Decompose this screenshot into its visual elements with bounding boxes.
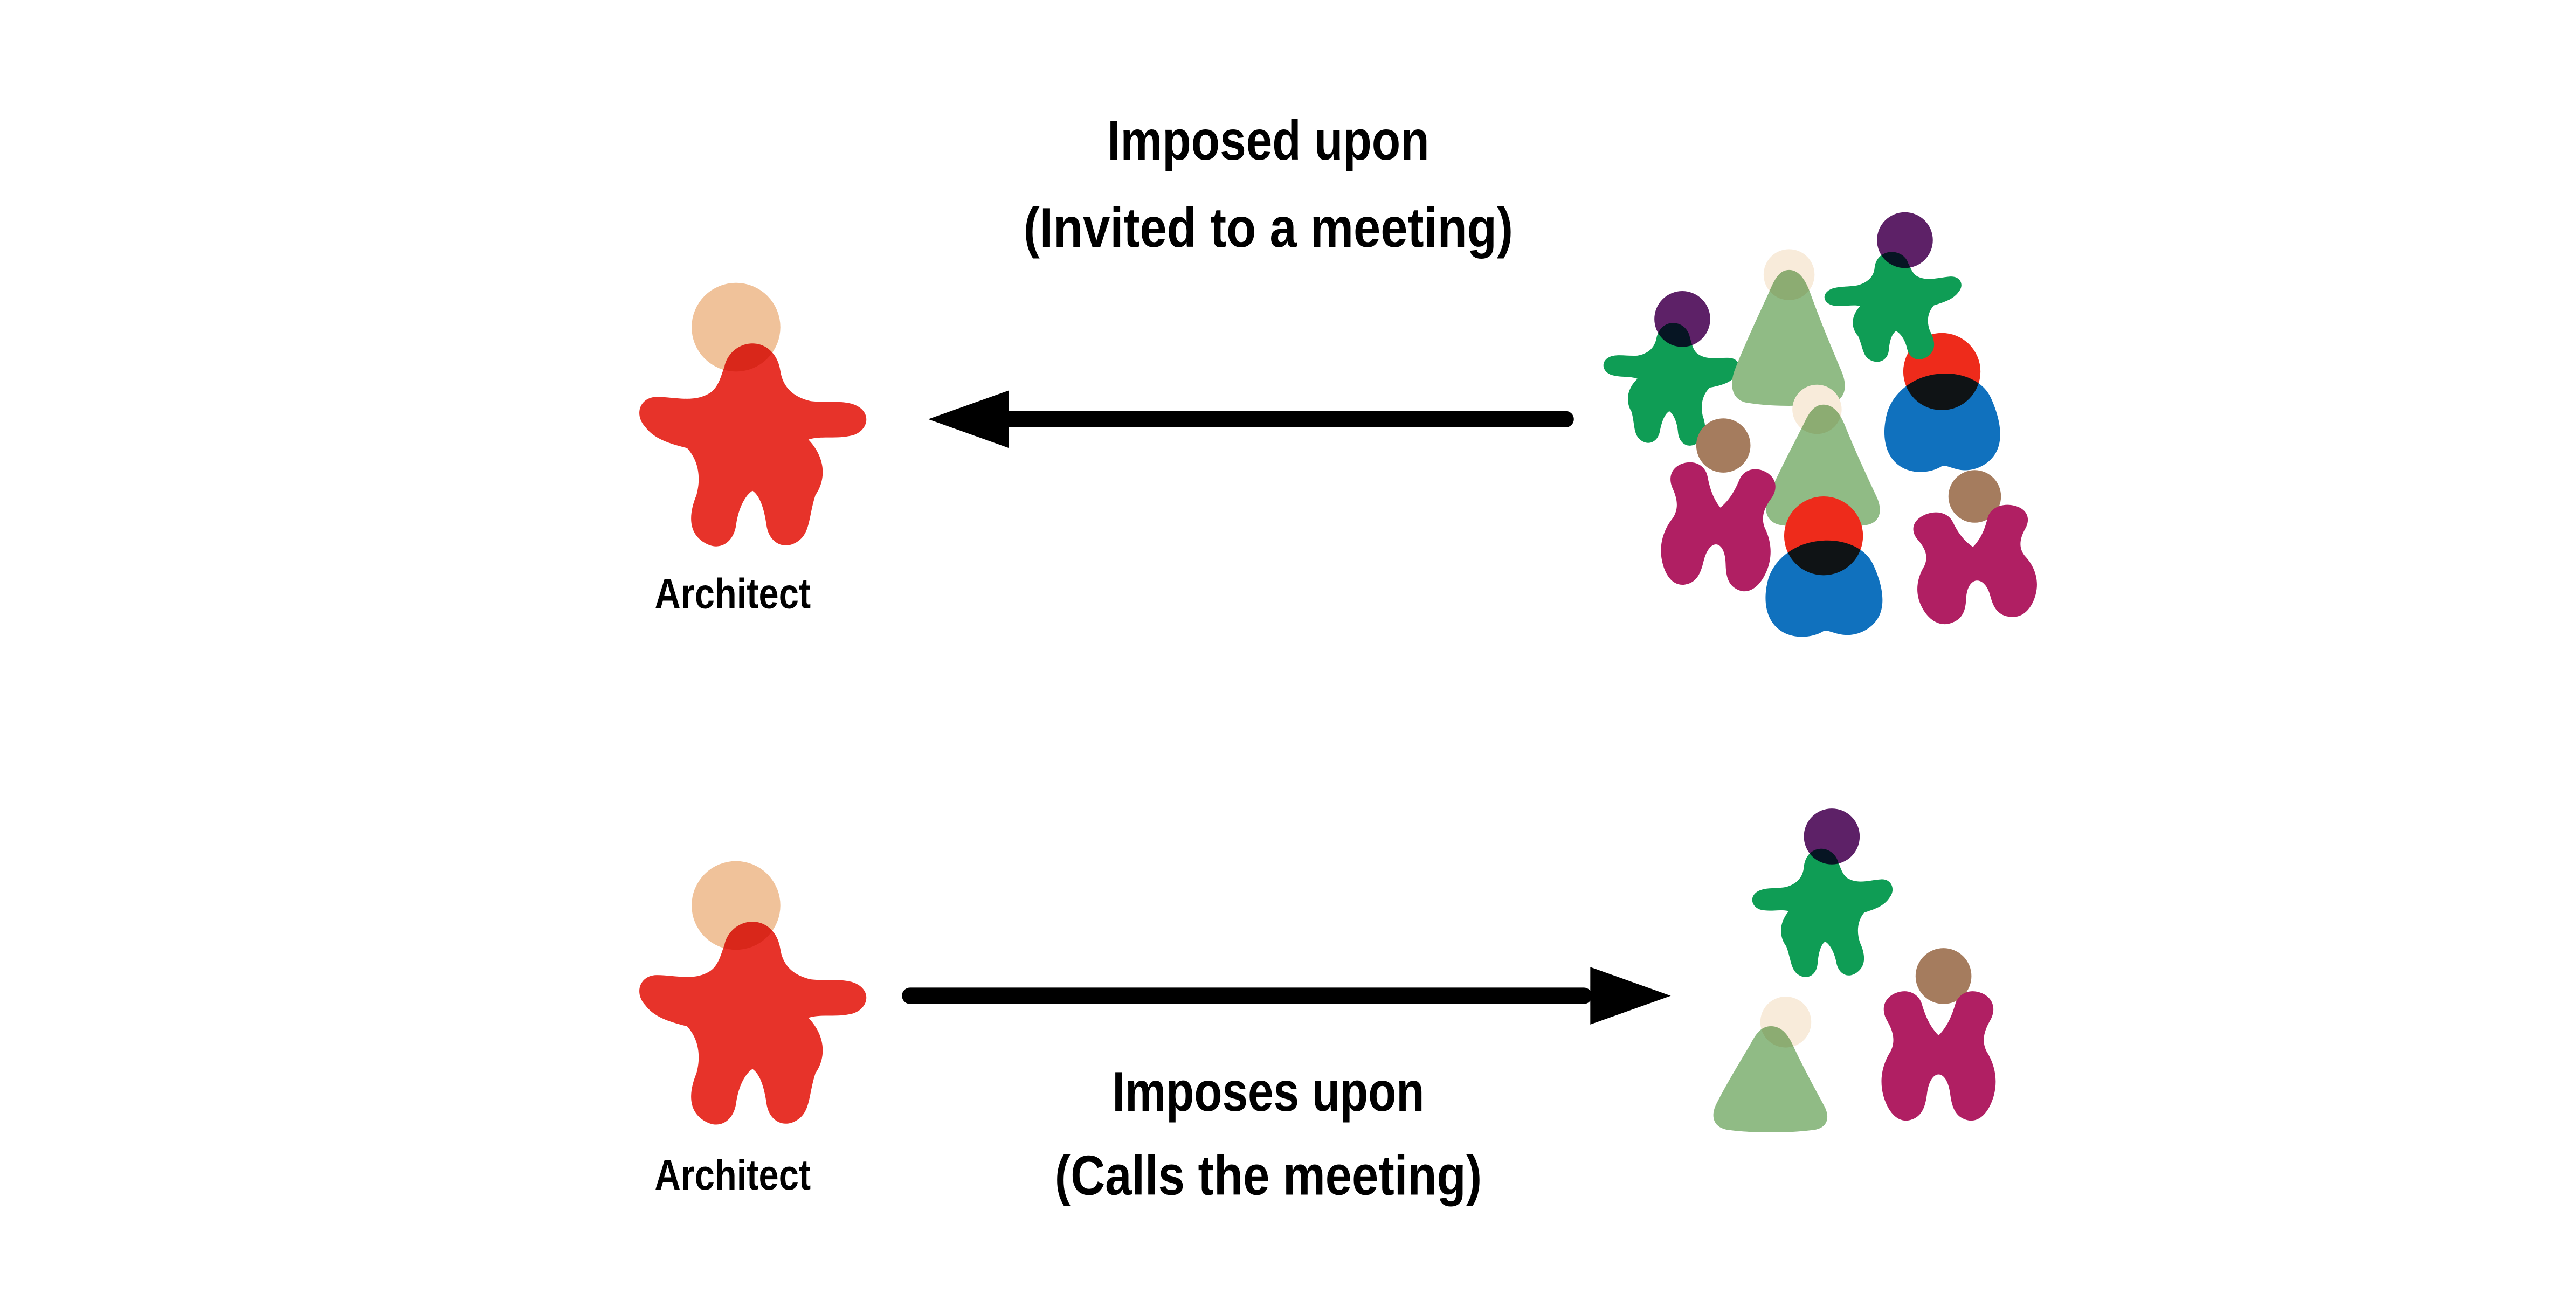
architect-body	[639, 922, 867, 1125]
crowd-x-person-bottomleft-icon	[1657, 418, 1779, 594]
architect-head	[692, 861, 781, 950]
brown-head	[1915, 948, 1972, 1004]
arrow-imposed-upon-left	[928, 390, 1574, 448]
brown-head	[1948, 470, 2001, 523]
small-group	[1713, 808, 1996, 1133]
crowd-triangle-person-top-icon	[1732, 249, 1845, 406]
crowd-star-person-topright-icon	[1821, 212, 1967, 366]
purple-head	[1877, 212, 1933, 268]
crowd-blob-person-right-icon	[1884, 333, 2000, 472]
arrow-imposes-upon-right	[902, 967, 1671, 1025]
arrow-head-left-icon	[928, 390, 1009, 448]
brown-head	[1696, 418, 1751, 473]
architect-figure-bottom-icon	[639, 861, 867, 1125]
architect-head	[692, 282, 781, 372]
arrow-head-right-icon	[1590, 967, 1671, 1025]
cream-head	[1792, 384, 1842, 434]
architect-label-top: Architect	[655, 569, 811, 617]
crowd-x-person-bottomright-icon	[1909, 470, 2041, 627]
red-head	[1784, 496, 1863, 576]
crowd-triangle-person-center-icon	[1766, 384, 1880, 528]
crowd-group	[1599, 212, 2041, 637]
crowd-star-person-left-icon	[1599, 291, 1742, 448]
top-title-line1: Imposed upon	[1107, 109, 1429, 171]
cream-head	[1760, 997, 1812, 1048]
purple-head	[1804, 808, 1860, 865]
architect-body	[639, 343, 867, 547]
cream-head	[1763, 249, 1815, 300]
architect-label-bottom: Architect	[655, 1151, 811, 1199]
bottom-title-line2: (Calls the meeting)	[1055, 1144, 1482, 1206]
top-title-line2: (Invited to a meeting)	[1024, 196, 1513, 259]
group-triangle-person-icon	[1713, 997, 1828, 1133]
architect-figure-top-icon	[639, 282, 867, 547]
top-scenario: Imposed upon (Invited to a meeting) Arch…	[639, 109, 2041, 637]
crowd-blob-person-bottom-icon	[1765, 496, 1883, 637]
purple-head	[1654, 291, 1710, 347]
group-star-person-icon	[1750, 808, 1897, 980]
group-x-person-icon	[1881, 948, 1996, 1121]
bottom-scenario: Architect Imposes upon (Calls the meetin…	[639, 808, 1996, 1206]
bottom-title-line1: Imposes upon	[1112, 1060, 1424, 1123]
